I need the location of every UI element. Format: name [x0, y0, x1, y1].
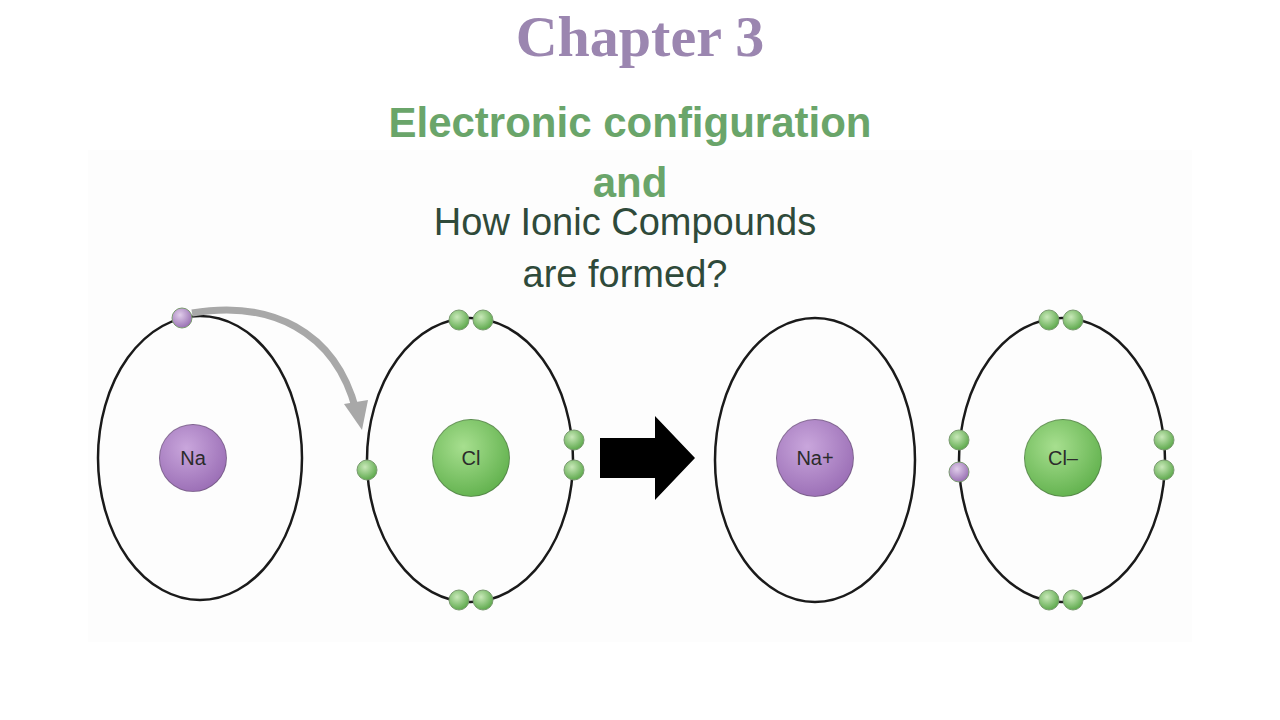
reaction-arrow	[600, 416, 695, 500]
orbits	[98, 316, 1165, 602]
question-heading: How Ionic Compounds are formed?	[405, 196, 845, 300]
subtitle-and: and	[500, 158, 760, 208]
transfer-arrowhead	[344, 400, 368, 430]
na-orbit	[98, 316, 302, 600]
transfer-arrow	[192, 310, 356, 410]
sodium-ion-nucleus: Na+	[776, 419, 854, 497]
sodium-nucleus: Na	[159, 424, 227, 492]
cl-orbit	[367, 318, 573, 602]
chloride-ion-nucleus: Cl–	[1024, 419, 1102, 497]
element-symbol: Na	[180, 447, 206, 470]
na-ion-orbit	[715, 318, 915, 602]
element-symbol: Na+	[796, 447, 833, 470]
element-symbol: Cl–	[1048, 447, 1078, 470]
image-panel	[88, 150, 1192, 642]
chapter-title: Chapter 3	[340, 2, 940, 72]
subtitle: Electronic configuration	[300, 98, 960, 148]
electrons	[172, 308, 1174, 610]
cl-ion-orbit	[959, 318, 1165, 602]
chlorine-nucleus: Cl	[432, 419, 510, 497]
element-symbol: Cl	[462, 447, 481, 470]
